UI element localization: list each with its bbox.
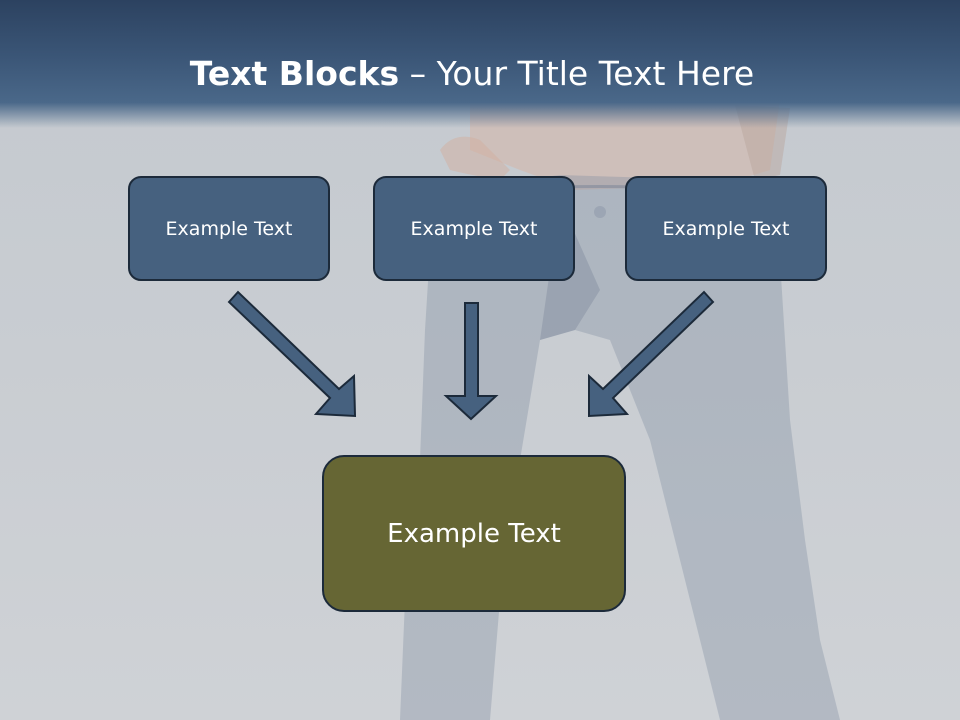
text-block-2[interactable]: Example Text xyxy=(373,176,575,281)
jeans-shape xyxy=(400,175,840,720)
jeans-button xyxy=(594,206,606,218)
hand-shape xyxy=(440,136,510,180)
arrow-right-icon xyxy=(588,290,715,418)
text-block-3-label: Example Text xyxy=(662,217,790,240)
text-block-1[interactable]: Example Text xyxy=(128,176,330,281)
target-text-block-label: Example Text xyxy=(387,518,561,549)
header-band xyxy=(0,0,960,128)
title-separator: – xyxy=(399,54,437,93)
arrow-left-icon xyxy=(227,290,357,418)
slide-title: Text Blocks – Your Title Text Here xyxy=(0,52,944,96)
arrow-down-icon xyxy=(443,302,499,421)
target-text-block[interactable]: Example Text xyxy=(322,455,626,612)
text-block-2-label: Example Text xyxy=(410,217,538,240)
title-rest: Your Title Text Here xyxy=(436,54,755,93)
title-bold: Text Blocks xyxy=(189,54,400,93)
text-block-1-label: Example Text xyxy=(165,217,293,240)
text-block-3[interactable]: Example Text xyxy=(625,176,827,281)
